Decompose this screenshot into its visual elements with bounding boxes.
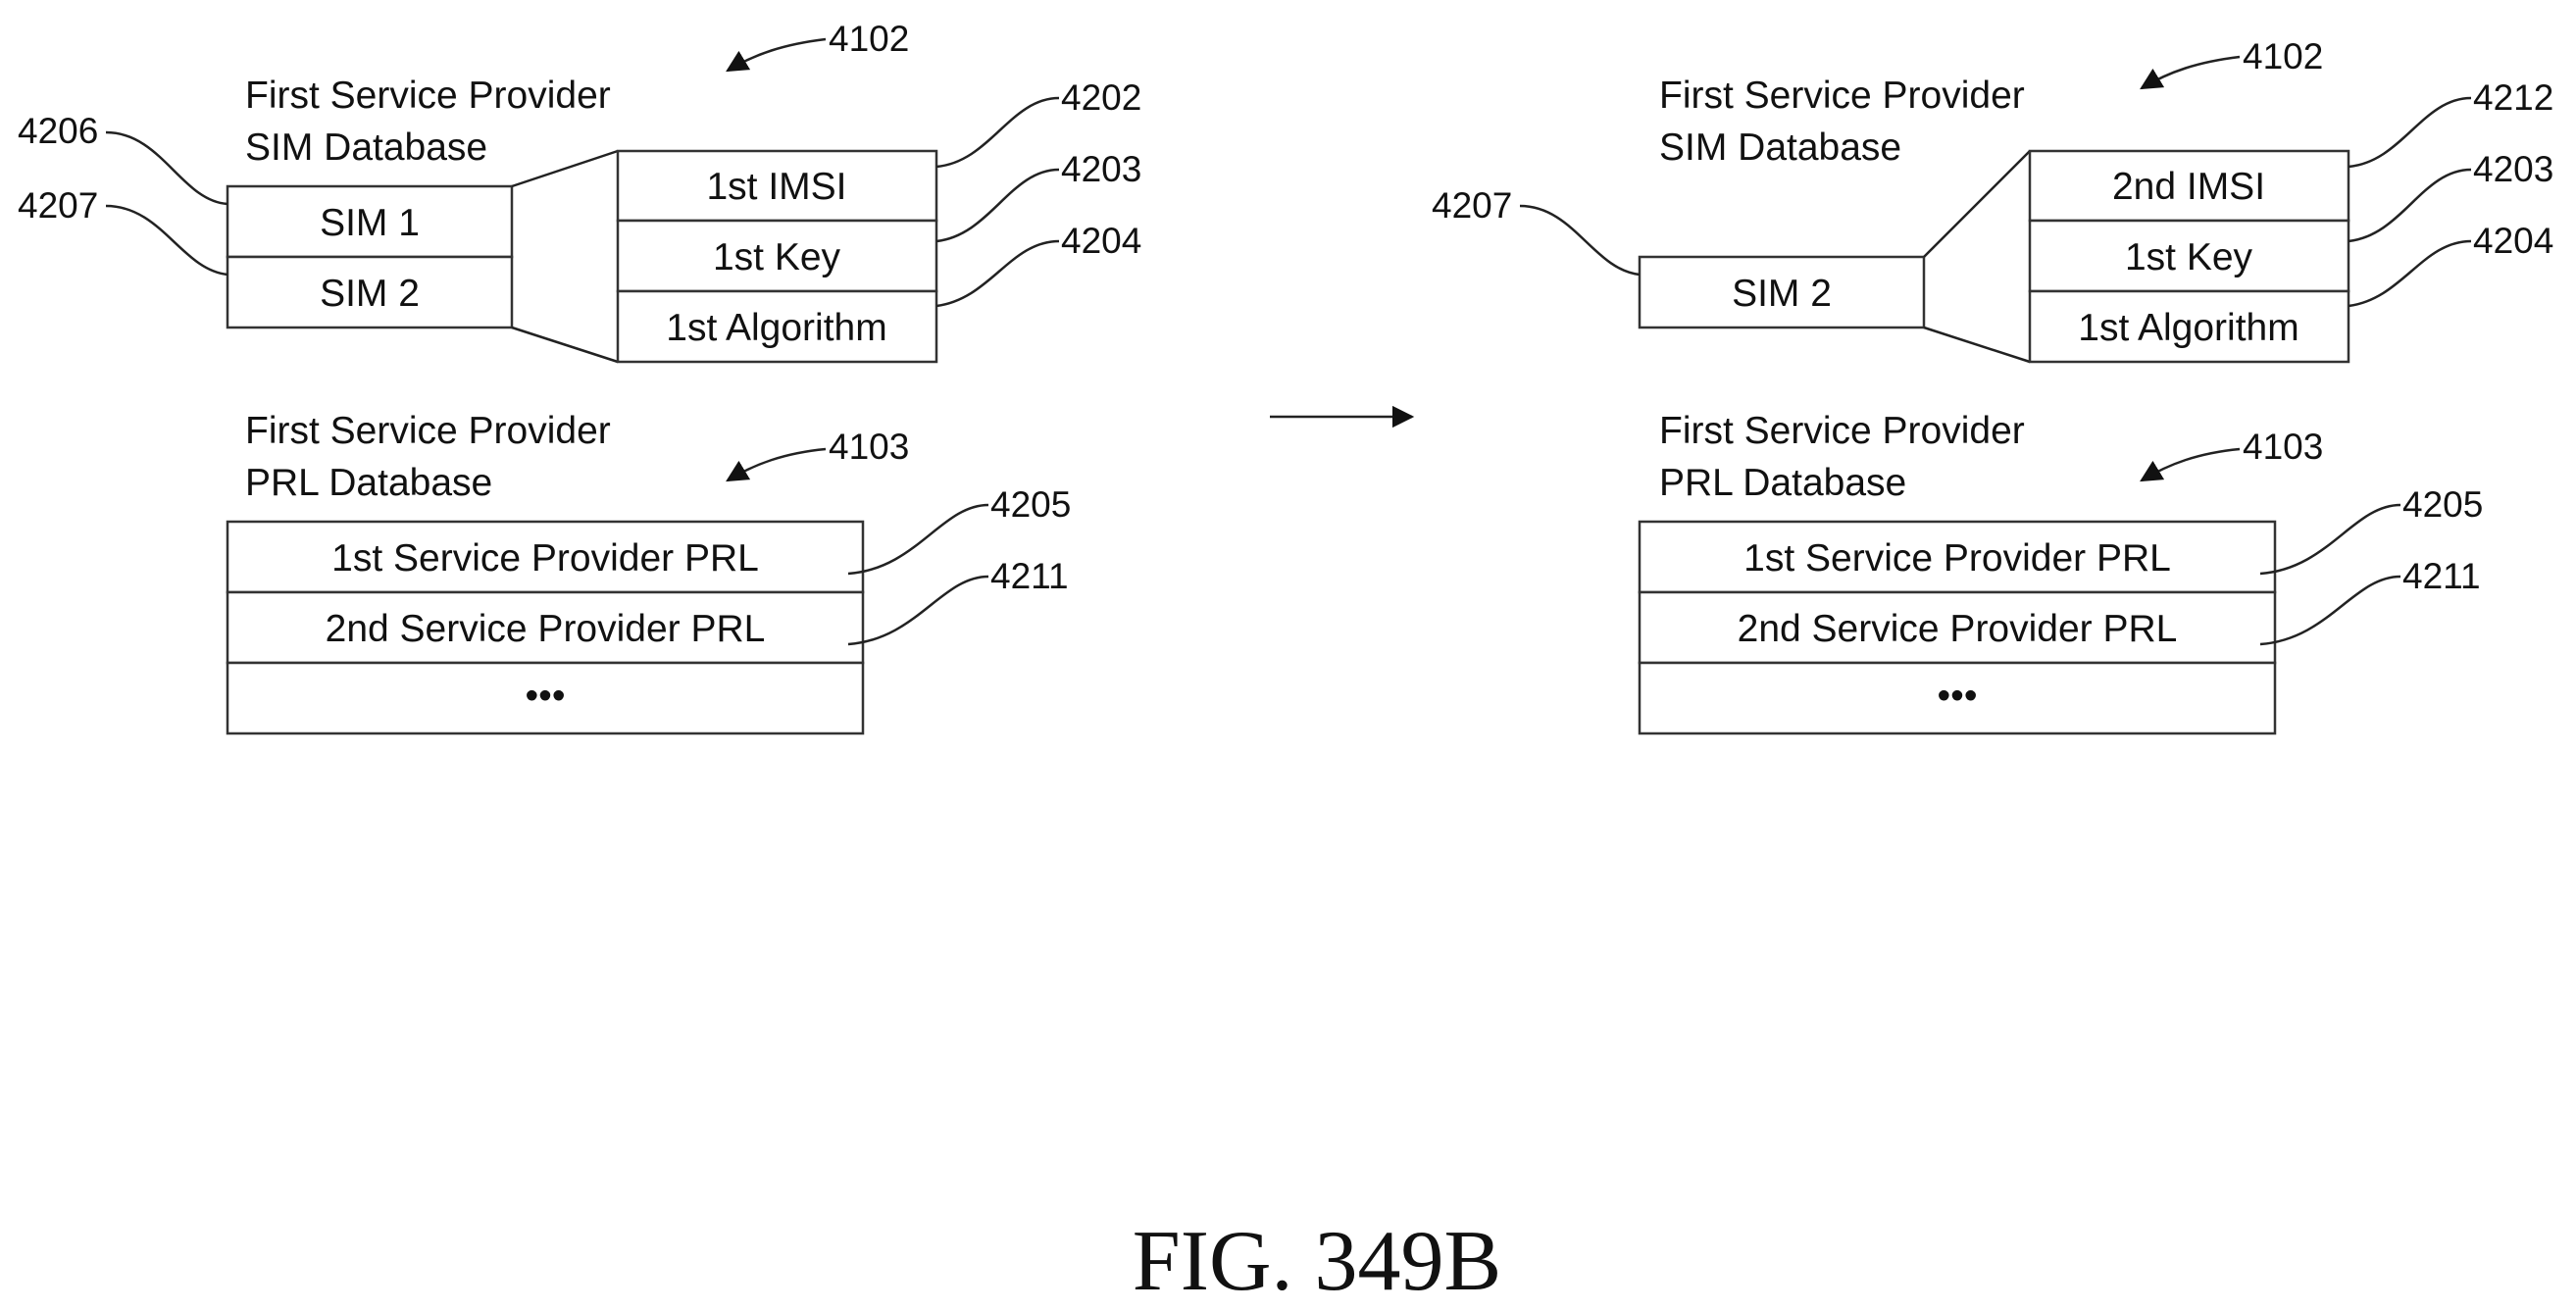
left-prl-row-2-label: 2nd Service Provider PRL (326, 608, 766, 650)
right-imsi-ref: 4212 (2473, 77, 2553, 118)
right-prl-row-1-leader (2260, 505, 2400, 574)
right-key-label: 1st Key (2125, 236, 2253, 278)
left-prl-row-2-ref: 4211 (990, 556, 1069, 596)
left-sim-2-ref: 4207 (18, 185, 98, 226)
left-algorithm-ref: 4204 (1061, 221, 1141, 261)
left-sim-db-pointer-arrow (728, 39, 826, 71)
left-sim-1-ref: 4206 (18, 111, 98, 151)
right-prl-db-ref: 4103 (2243, 427, 2323, 467)
left-prl-db-title-line1: First Service Provider (245, 410, 611, 452)
right-prl-db-title-line1: First Service Provider (1659, 410, 2025, 452)
left-panel: First Service Provider SIM Database 4102… (18, 19, 1141, 733)
left-expand-line-bottom (512, 328, 618, 362)
left-sim-2-leader (106, 206, 227, 275)
right-sim-2-leader (1520, 206, 1640, 275)
right-key-leader (2349, 170, 2471, 241)
right-imsi-leader (2349, 98, 2471, 167)
right-expand-line-top (1924, 151, 2030, 257)
left-imsi-ref: 4202 (1061, 77, 1141, 118)
right-sim-db-ref: 4102 (2243, 36, 2323, 76)
left-key-leader (936, 170, 1059, 241)
left-sim-1-leader (106, 132, 227, 204)
right-algorithm-ref: 4204 (2473, 221, 2553, 261)
right-prl-row-2-label: 2nd Service Provider PRL (1738, 608, 2178, 650)
right-panel: First Service Provider SIM Database 4102… (1432, 36, 2553, 733)
right-sim-db-pointer-arrow (2142, 57, 2240, 88)
left-sim-1-label: SIM 1 (320, 202, 420, 244)
right-prl-db-title-line2: PRL Database (1659, 462, 1906, 504)
left-prl-row-ellipsis-label: ••• (526, 675, 566, 717)
left-imsi-leader (936, 98, 1059, 167)
left-imsi-label: 1st IMSI (706, 166, 846, 208)
left-key-ref: 4203 (1061, 149, 1141, 189)
right-prl-db-pointer-arrow (2142, 449, 2240, 480)
left-prl-row-1-leader (848, 505, 988, 574)
right-prl-row-1-ref: 4205 (2402, 484, 2483, 525)
left-prl-row-2-leader (848, 577, 988, 644)
left-prl-db-ref: 4103 (829, 427, 909, 467)
right-sim-2-ref: 4207 (1432, 185, 1512, 226)
right-sim-2-label: SIM 2 (1732, 273, 1832, 315)
left-prl-db-title-line2: PRL Database (245, 462, 492, 504)
right-prl-row-2-leader (2260, 577, 2400, 644)
right-prl-row-1-label: 1st Service Provider PRL (1743, 537, 2171, 580)
right-prl-row-ellipsis-label: ••• (1938, 675, 1978, 717)
figure-label: FIG. 349B (1133, 1214, 1502, 1309)
left-key-label: 1st Key (713, 236, 841, 278)
left-prl-db-pointer-arrow (728, 449, 826, 480)
left-sim-db-title-line2: SIM Database (245, 126, 487, 169)
left-prl-row-1-ref: 4205 (990, 484, 1071, 525)
left-algorithm-label: 1st Algorithm (666, 307, 886, 349)
left-sim-2-label: SIM 2 (320, 273, 420, 315)
right-key-ref: 4203 (2473, 149, 2553, 189)
right-expand-line-bottom (1924, 328, 2030, 362)
right-algorithm-label: 1st Algorithm (2078, 307, 2298, 349)
left-sim-db-title-line1: First Service Provider (245, 75, 611, 117)
left-expand-line-top (512, 151, 618, 186)
right-prl-row-2-ref: 4211 (2402, 556, 2481, 596)
right-sim-db-title-line1: First Service Provider (1659, 75, 2025, 117)
left-sim-db-ref: 4102 (829, 19, 909, 59)
left-algorithm-leader (936, 241, 1059, 306)
right-algorithm-leader (2349, 241, 2471, 306)
right-sim-db-title-line2: SIM Database (1659, 126, 1901, 169)
right-imsi-label: 2nd IMSI (2112, 166, 2265, 208)
left-prl-row-1-label: 1st Service Provider PRL (331, 537, 759, 580)
